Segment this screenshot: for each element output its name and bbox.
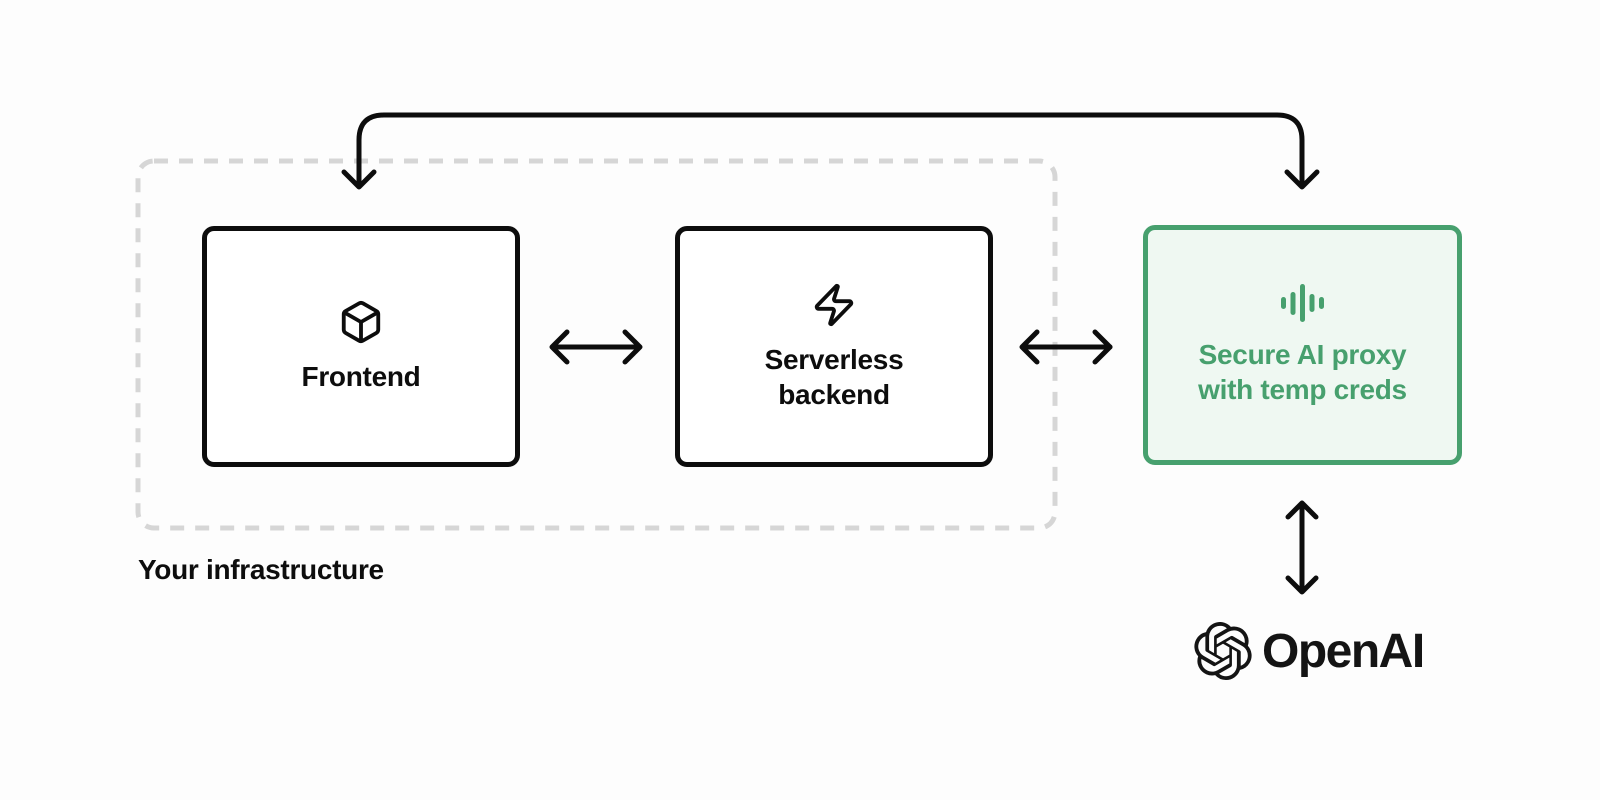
audio-waveform-icon bbox=[1280, 284, 1324, 322]
arrow-top-route bbox=[341, 112, 1320, 190]
openai-logo-icon bbox=[1194, 622, 1252, 680]
zap-icon bbox=[814, 283, 854, 326]
arrow-proxy-openai bbox=[1285, 500, 1319, 595]
backend-label: Serverless backend bbox=[765, 342, 904, 412]
backend-label-line2: backend bbox=[778, 378, 890, 410]
arrow-frontend-backend bbox=[549, 329, 643, 365]
proxy-label-line1: Secure AI proxy bbox=[1198, 339, 1407, 370]
frontend-node: Frontend bbox=[202, 226, 520, 467]
frontend-label: Frontend bbox=[301, 361, 421, 392]
backend-node: Serverless backend bbox=[675, 226, 993, 467]
openai-wordmark: OpenAI bbox=[1262, 624, 1425, 678]
backend-label-line1: Serverless bbox=[764, 343, 904, 375]
proxy-label: Secure AI proxy with temp creds bbox=[1198, 337, 1407, 407]
arrow-backend-proxy bbox=[1019, 329, 1113, 365]
infrastructure-label: Your infrastructure bbox=[138, 554, 384, 585]
openai-lockup: OpenAI bbox=[1194, 622, 1425, 680]
box-icon bbox=[341, 300, 381, 344]
proxy-label-line2: with temp creds bbox=[1198, 374, 1407, 405]
proxy-node: Secure AI proxy with temp creds bbox=[1143, 225, 1462, 465]
